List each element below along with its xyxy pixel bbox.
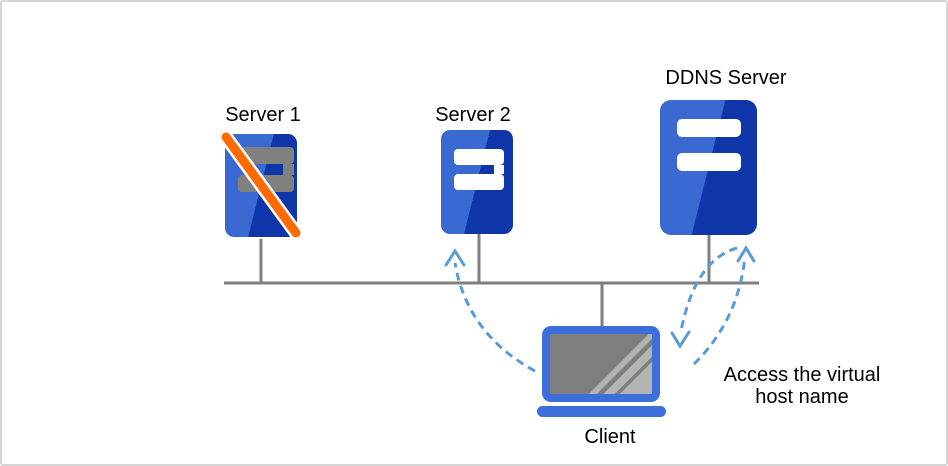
server2-label: Server 2 — [435, 104, 511, 126]
ddns-server-slot-bar — [677, 119, 741, 137]
annotation-access-virtual-host-name: Access the virtual host name — [702, 364, 902, 408]
client-label: Client — [584, 426, 636, 448]
arrow-client-to-server2 — [453, 262, 536, 373]
arrow-client-to-ddns — [692, 256, 747, 366]
annotation-line1: Access the virtual — [723, 364, 881, 386]
server1-slot-bar — [238, 175, 294, 192]
server2-icon — [441, 130, 513, 234]
ddns-server-label: DDNS Server — [665, 67, 787, 89]
server1-slot-bar — [238, 147, 294, 164]
arrow-ddns-to-client — [679, 246, 738, 332]
server2-slot-bar — [454, 174, 504, 190]
arrowhead-up-icon — [444, 248, 466, 267]
server1-icon — [225, 134, 297, 237]
server1-label: Server 1 — [225, 104, 301, 126]
client-laptop-icon — [542, 326, 660, 402]
ddns-server-icon — [660, 100, 757, 235]
arrowhead-up-icon — [736, 245, 756, 263]
server1-slot-joint — [283, 164, 294, 175]
client-laptop-base — [537, 406, 666, 417]
server2-slot-bar — [454, 149, 504, 165]
server2-slot-joint — [494, 165, 504, 174]
arrowhead-down-icon — [670, 330, 691, 349]
ddns-server-slot-bar — [677, 153, 741, 171]
annotation-line2: host name — [755, 386, 849, 408]
